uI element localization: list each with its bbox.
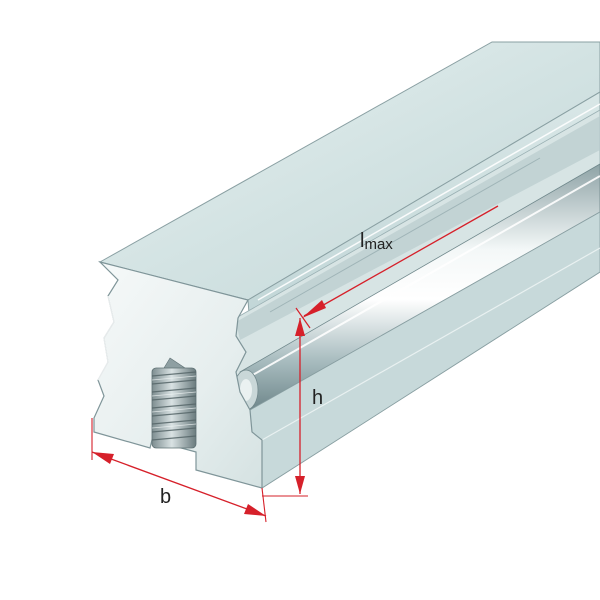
threaded-screw: [151, 357, 197, 449]
b-label: b: [160, 486, 171, 508]
lmax-subscript: max: [364, 236, 393, 253]
dimension-lmax: lmax: [295, 205, 499, 329]
dimension-h: h: [262, 318, 323, 497]
linear-guide-rail: [93, 41, 600, 489]
lmax-label: l: [360, 230, 364, 252]
svg-text:lmax: lmax: [360, 230, 393, 253]
h-label: h: [312, 387, 323, 409]
dimension-b: b: [91, 418, 267, 523]
